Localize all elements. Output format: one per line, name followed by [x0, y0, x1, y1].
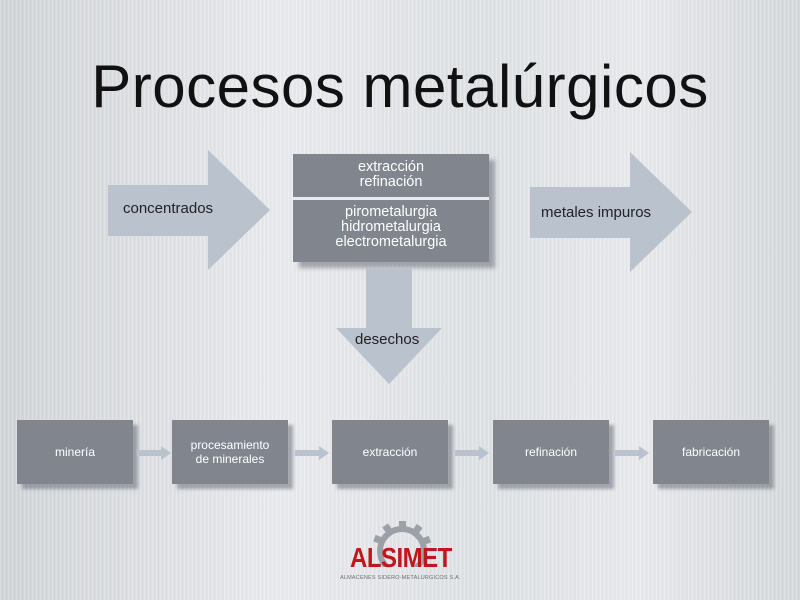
process-line-extraccion: extracción — [357, 159, 425, 175]
flow-step-label: extracción — [362, 445, 418, 459]
input-arrow — [108, 150, 270, 270]
flow-arrow-1 — [137, 446, 171, 465]
logo-name: ALSIMET — [350, 542, 452, 574]
flow-arrow-4 — [615, 446, 649, 465]
flow-step-label: refinación — [524, 445, 578, 459]
flow-step-extraccion: extracción — [332, 420, 448, 484]
alsimet-logo: ALSIMET ALMACENES SIDERO-METALURGICOS S.… — [340, 517, 461, 587]
input-arrow-label: concentrados — [123, 200, 214, 217]
process-line-refinacion: refinación — [359, 174, 423, 190]
process-line-electrometalurgia: electrometalurgia — [335, 234, 447, 250]
process-line-pirometalurgia: pirometalurgia — [345, 204, 437, 220]
process-box-divider — [293, 197, 489, 200]
gear-icon — [373, 521, 432, 567]
flow-step-fabricacion: fabricación — [653, 420, 769, 484]
logo-subtitle: ALMACENES SIDERO-METALURGICOS S.A. — [340, 575, 461, 581]
flow-step-refinacion: refinación — [493, 420, 609, 484]
output-arrow-label: metales impuros — [541, 204, 652, 221]
process-line-hidrometalurgia: hidrometalurgia — [341, 219, 441, 235]
flow-step-procesamiento: procesamiento de minerales — [172, 420, 288, 484]
flow-step-label: minería — [54, 445, 95, 459]
waste-arrow — [336, 268, 442, 384]
process-box: extracción refinación pirometalurgia hid… — [293, 154, 489, 262]
process-box-bottom: pirometalurgia hidrometalurgia electrome… — [293, 205, 489, 250]
output-arrow — [530, 152, 692, 272]
flow-step-label: fabricación — [681, 445, 741, 459]
flow-step-label: procesamiento de minerales — [191, 438, 270, 466]
flow-arrow-2 — [295, 446, 329, 465]
process-box-top: extracción refinación — [293, 154, 489, 190]
waste-arrow-label: desechos — [355, 331, 420, 348]
flow-step-mineria: minería — [17, 420, 133, 484]
flow-step-label-line: procesamiento — [190, 438, 270, 452]
flow-arrow-3 — [455, 446, 489, 465]
flow-step-label-line: de minerales — [195, 452, 265, 466]
page-title: Procesos metalúrgicos — [91, 53, 709, 120]
